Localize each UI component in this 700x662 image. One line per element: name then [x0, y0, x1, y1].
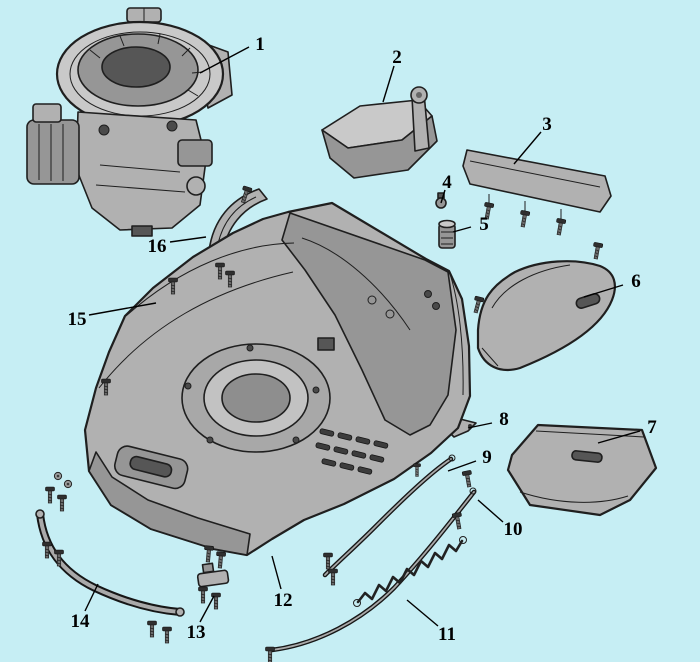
- callout-16: 16: [148, 236, 167, 257]
- leader-line-13: [199, 595, 215, 623]
- callout-2: 2: [392, 47, 402, 68]
- leader-line-4: [440, 189, 446, 204]
- leader-line-14: [84, 583, 99, 612]
- washer-icon: [63, 479, 73, 489]
- callout-5: 5: [479, 214, 489, 235]
- leader-line-10: [477, 499, 504, 523]
- callout-6: 6: [631, 271, 641, 292]
- callout-8: 8: [499, 409, 509, 430]
- leader-line-11: [406, 599, 439, 627]
- callout-1: 1: [255, 34, 265, 55]
- part-lower-rod: [269, 487, 477, 653]
- washer-icon: [53, 471, 63, 481]
- leader-line-1: [199, 46, 250, 74]
- part-rear-flap: [506, 423, 658, 517]
- part-nut: [435, 192, 447, 209]
- part-mower-deck: [83, 201, 472, 557]
- leader-line-8: [467, 422, 493, 429]
- callout-11: 11: [438, 624, 456, 645]
- callout-15: 15: [68, 309, 87, 330]
- part-upper-baffle: [321, 86, 438, 179]
- callout-9: 9: [482, 447, 492, 468]
- callout-numbers: 1 2 3 4 5 6 7 8 9 10 11 12 13 14 15 16: [68, 34, 658, 645]
- part-lower-bracket: [196, 562, 230, 588]
- part-discharge-chute: [476, 260, 616, 372]
- callout-12: 12: [274, 590, 293, 611]
- leader-line-5: [452, 226, 472, 233]
- leader-line-3: [513, 131, 542, 165]
- callout-7: 7: [647, 417, 657, 438]
- callout-3: 3: [542, 114, 552, 135]
- part-engine: [26, 7, 233, 237]
- leader-line-15: [88, 302, 157, 316]
- leader-lines: [84, 46, 641, 627]
- leader-line-9: [447, 460, 477, 472]
- leader-line-16: [169, 236, 207, 243]
- part-upper-rod: [322, 454, 456, 578]
- callout-14: 14: [71, 611, 91, 632]
- leader-line-6: [583, 284, 624, 298]
- leader-line-7: [597, 430, 641, 444]
- part-spring: [353, 536, 467, 607]
- part-curved-bar: [35, 509, 185, 617]
- callout-4: 4: [442, 172, 452, 193]
- part-spacer: [438, 219, 456, 249]
- leader-line-12: [271, 555, 282, 590]
- callout-13: 13: [187, 622, 206, 643]
- part-rear-bracket-bar: [462, 149, 612, 219]
- callout-10: 10: [504, 519, 523, 540]
- leader-line-2: [382, 65, 395, 103]
